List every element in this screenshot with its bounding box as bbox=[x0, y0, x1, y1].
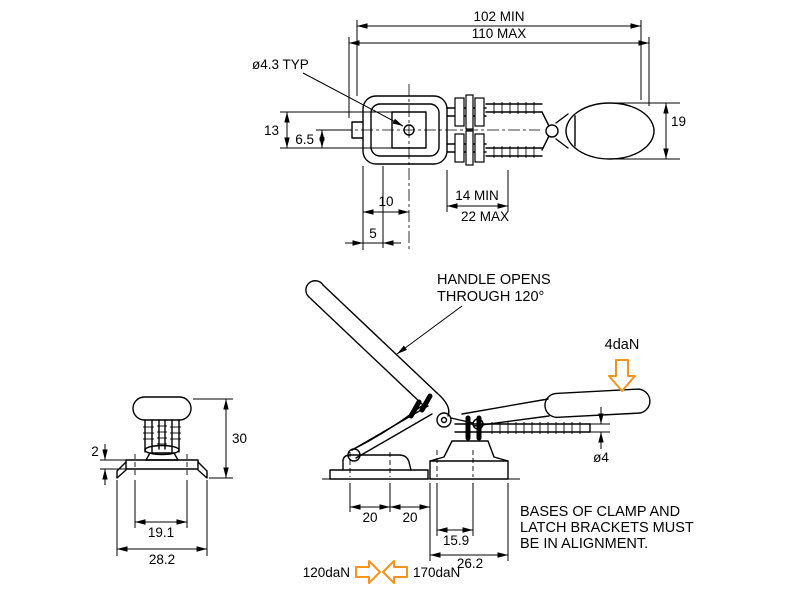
handle-top bbox=[541, 102, 655, 160]
dim-clamp-length-label: 26.2 bbox=[457, 556, 483, 571]
latch-base-side bbox=[329, 454, 429, 480]
dim-height-65 bbox=[316, 129, 352, 148]
dim-handle-width bbox=[612, 102, 680, 160]
pull-force-label: 120daN bbox=[303, 565, 350, 580]
dim-base-pitch-a-label: 20 bbox=[362, 510, 377, 525]
dim-adjust-range bbox=[446, 170, 509, 212]
align-note-line2: LATCH BRACKETS MUST bbox=[520, 520, 694, 536]
base-holes-front bbox=[134, 454, 188, 476]
thread-ticks-top bbox=[493, 102, 535, 158]
spindle-rod-side bbox=[454, 415, 591, 441]
push-force-label: 170daN bbox=[413, 565, 460, 580]
dim-height-13 bbox=[280, 111, 392, 149]
dim-height-30 bbox=[193, 398, 233, 479]
front-view: 2 30 19.1 28.2 bbox=[91, 396, 247, 567]
clamp-base-side bbox=[429, 440, 509, 480]
side-view: HANDLE OPENS THROUGH 120° 4daN ø4 20 20 … bbox=[303, 272, 694, 584]
dim-base-width-label: 28.2 bbox=[149, 552, 175, 567]
dim-clamp-pitch bbox=[436, 483, 474, 536]
open-handle-side bbox=[305, 280, 450, 451]
wire-ticks-front bbox=[143, 425, 181, 445]
hole-dia-label: ø4.3 TYP bbox=[252, 57, 309, 72]
dim-offset-10-label: 10 bbox=[378, 194, 393, 209]
dim-plate-thickness-label: 2 bbox=[91, 444, 99, 459]
dim-base-pitch-b-label: 20 bbox=[402, 510, 417, 525]
dim-base-pitch bbox=[349, 483, 431, 561]
dim-overall-max bbox=[348, 37, 650, 118]
dim-clamp-pitch-label: 15.9 bbox=[443, 533, 469, 548]
latch-head-front bbox=[132, 396, 192, 421]
dim-offset-5-label: 5 bbox=[369, 226, 377, 241]
clamp-mechanism-side bbox=[436, 412, 484, 430]
latch-wire-side bbox=[347, 393, 433, 462]
force-right-arrow-icon bbox=[355, 560, 381, 584]
dim-adjust-min-label: 14 MIN bbox=[455, 188, 499, 203]
handle-opens-leader bbox=[396, 305, 463, 355]
dim-plate-thickness bbox=[100, 444, 126, 485]
latch-base-front bbox=[116, 444, 208, 479]
dim-rod-dia-label: ø4 bbox=[593, 450, 609, 465]
dim-overall-min bbox=[356, 20, 642, 100]
holding-force-label: 4daN bbox=[605, 337, 640, 353]
dim-height-13-label: 13 bbox=[264, 123, 279, 138]
dim-offset-10 bbox=[362, 166, 409, 250]
dim-rod-dia bbox=[572, 407, 610, 449]
dim-height-65-label: 6.5 bbox=[295, 132, 314, 147]
closed-handle-side bbox=[461, 388, 651, 427]
align-note-line3: BE IN ALIGNMENT. bbox=[520, 536, 648, 552]
handle-opens-note-line2: THROUGH 120° bbox=[437, 289, 544, 305]
top-view: 102 MIN 110 MAX ø4.3 TYP 13 6.5 19 bbox=[252, 9, 686, 252]
dim-overall-min-label: 102 MIN bbox=[473, 9, 524, 24]
force-left-arrow-icon bbox=[382, 560, 408, 584]
force-down-arrow-icon bbox=[608, 359, 636, 392]
dim-clamp-length bbox=[430, 483, 509, 561]
dim-handle-width-label: 19 bbox=[671, 114, 686, 129]
latch-base-holes bbox=[349, 452, 391, 477]
align-note-line1: BASES OF CLAMP AND bbox=[520, 504, 680, 520]
dim-overall-max-label: 110 MAX bbox=[472, 26, 527, 41]
handle-opens-note-line1: HANDLE OPENS bbox=[437, 272, 551, 288]
dim-base-width bbox=[116, 480, 208, 556]
dim-hole-pitch bbox=[134, 480, 188, 528]
clamp-base-holes bbox=[436, 450, 474, 477]
adjust-nuts-top bbox=[454, 94, 485, 166]
latch-plate-top bbox=[351, 95, 448, 165]
dim-hole-pitch-label: 19.1 bbox=[148, 525, 174, 540]
dim-height-30-label: 30 bbox=[232, 431, 247, 446]
dim-adjust-max-label: 22 MAX bbox=[461, 209, 509, 224]
hole-dia-leader bbox=[302, 72, 404, 127]
dim-offset-5 bbox=[345, 166, 401, 248]
